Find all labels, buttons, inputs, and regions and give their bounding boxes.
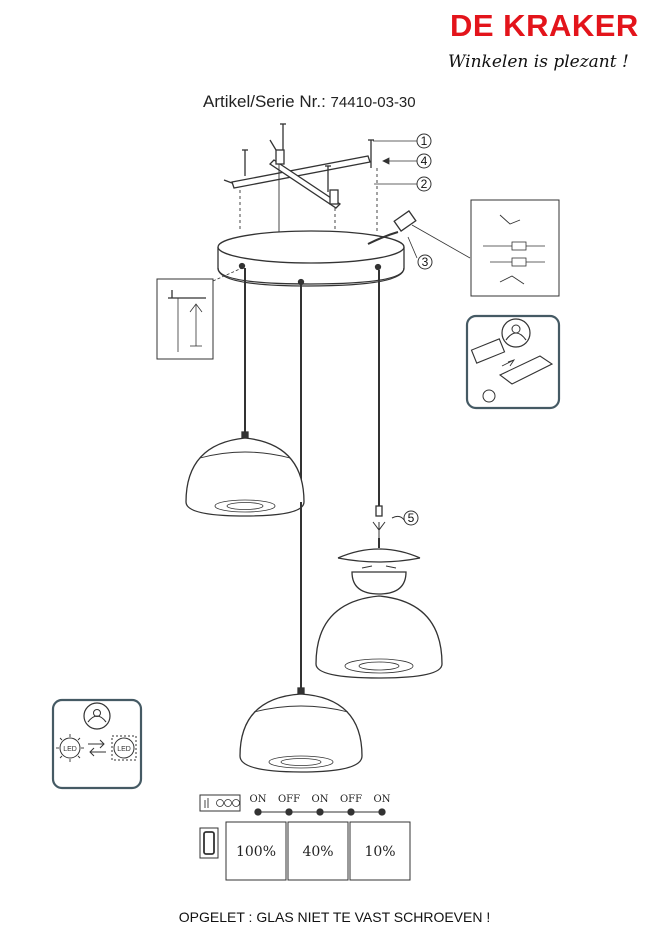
brand-slogan: Winkelen is plezant ! (448, 52, 629, 72)
dim-level-40: 40% (302, 844, 333, 860)
callout-markers (403, 133, 433, 526)
callout-label-2: 2 (421, 177, 428, 191)
glass-warning: OPGELET : GLAS NIET TE VAST SCHROEVEN ! (178, 909, 491, 925)
led-replacement-inset (51, 698, 143, 790)
switch-state-4: OFF (340, 794, 362, 805)
article-number: Artikel/Serie Nr.: 74410-03-30 (203, 92, 416, 112)
led-label-old: LED (63, 746, 77, 753)
mounting-bracket (223, 123, 374, 209)
guide-lines (239, 168, 378, 232)
dim-level-10: 10% (364, 844, 395, 860)
callout-5 (403, 510, 419, 526)
brand-logo: DE KRAKER (450, 8, 639, 43)
callout-label-5: 5 (408, 511, 415, 525)
dim-level-100: 100% (236, 844, 276, 860)
callout-3 (417, 254, 433, 270)
callout-1 (416, 133, 432, 149)
callout-label-3: 3 (422, 255, 429, 269)
switch-state-2: OFF (278, 794, 300, 805)
switch-state-3: ON (312, 794, 329, 805)
driver-inset (465, 314, 561, 410)
callout-label-1: 1 (421, 134, 428, 148)
pendant-shade-left (185, 431, 305, 517)
switch-sequence-diagram (199, 794, 411, 881)
callout-2 (416, 176, 432, 192)
pendant-shade-exploded (315, 505, 443, 679)
canopy (217, 230, 405, 287)
led-label-new: LED (117, 746, 131, 753)
article-value: 74410-03-30 (330, 94, 416, 111)
switch-state-1: ON (250, 794, 267, 805)
switch-state-5: ON (374, 794, 391, 805)
callout-label-4: 4 (421, 154, 428, 168)
wiring-inset (470, 199, 560, 297)
article-label: Artikel/Serie Nr.: (203, 92, 326, 111)
callout-4 (416, 153, 432, 169)
pendant-shade-bottom (239, 687, 363, 773)
height-detail-inset (156, 267, 243, 360)
